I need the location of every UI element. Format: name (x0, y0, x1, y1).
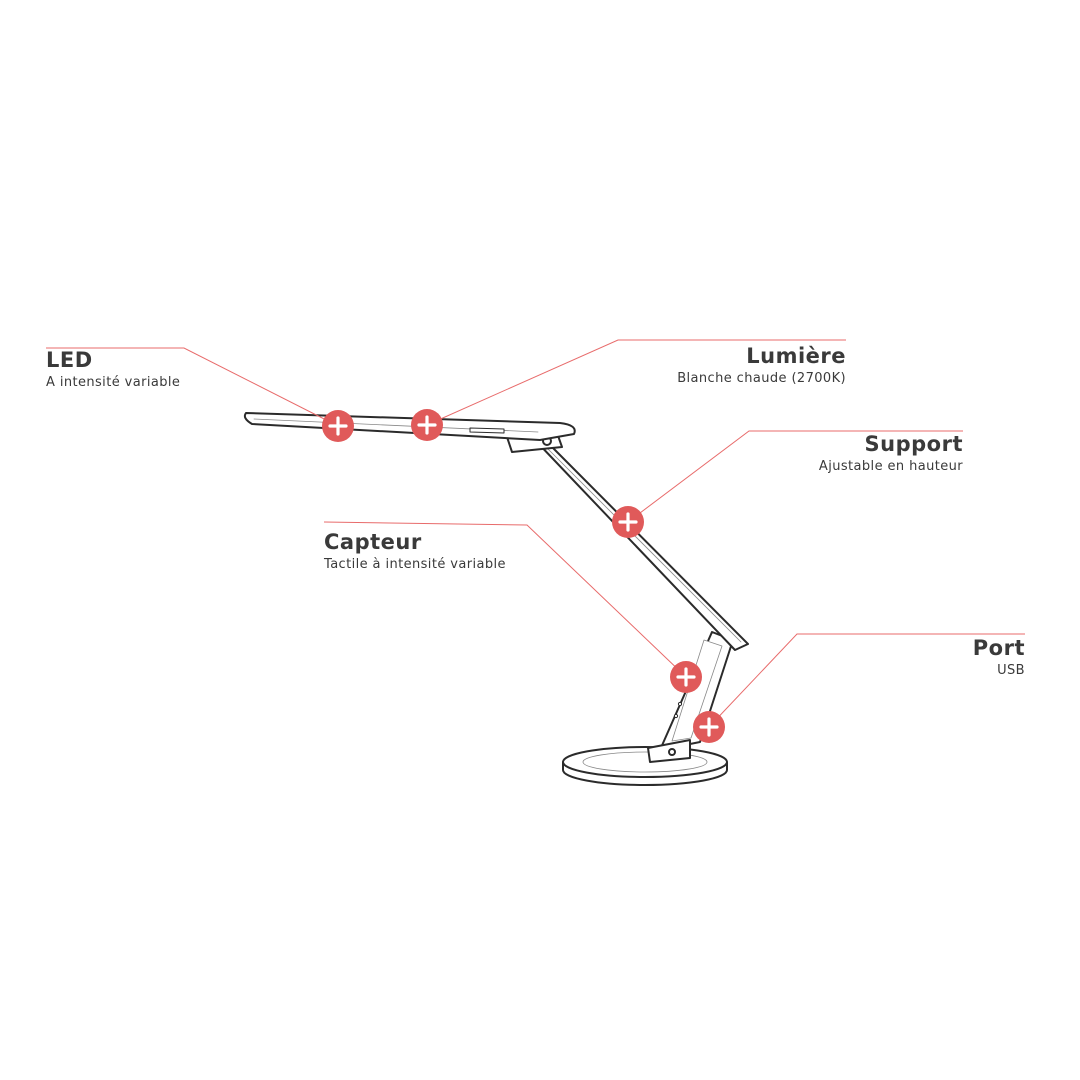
label-lumiere-subtitle: Blanche chaude (2700K) (677, 371, 846, 387)
label-led: LED A intensité variable (46, 348, 180, 391)
hotspot-lumiere-plus-icon[interactable] (411, 409, 443, 441)
lamp-head (243, 412, 576, 441)
lamp-base (562, 746, 728, 786)
label-port: Port USB (973, 636, 1025, 679)
label-support: Support Ajustable en hauteur (819, 432, 963, 475)
leader-line-lumiere (426, 339, 846, 426)
label-support-subtitle: Ajustable en hauteur (818, 459, 963, 475)
label-capteur-subtitle: Tactile à intensité variable (324, 557, 506, 573)
label-capteur: Capteur Tactile à intensité variable (324, 530, 506, 573)
label-led-subtitle: A intensité variable (46, 375, 181, 391)
leader-line-led (46, 347, 339, 427)
hotspot-support-plus-icon[interactable] (612, 506, 644, 538)
leader-line-support (627, 430, 963, 523)
lamp-lower-arm (647, 631, 735, 763)
leader-line-capteur (323, 521, 687, 678)
lamp-upper-arm (534, 439, 749, 651)
leader-line-port (708, 633, 1025, 728)
label-port-title: Port (972, 636, 1025, 660)
hotspot-port-plus-icon[interactable] (693, 711, 725, 743)
label-led-title: LED (46, 348, 93, 372)
lamp-illustration (243, 412, 749, 786)
hotspot-led-plus-icon[interactable] (322, 410, 354, 442)
label-lumiere: Lumière Blanche chaude (2700K) (677, 344, 846, 387)
label-port-subtitle: USB (997, 663, 1025, 679)
hotspot-capteur-plus-icon[interactable] (670, 661, 702, 693)
label-capteur-title: Capteur (324, 530, 422, 554)
hotspots (322, 409, 725, 743)
label-support-title: Support (864, 432, 963, 456)
label-lumiere-title: Lumière (746, 344, 846, 368)
leader-lines (46, 339, 1025, 728)
